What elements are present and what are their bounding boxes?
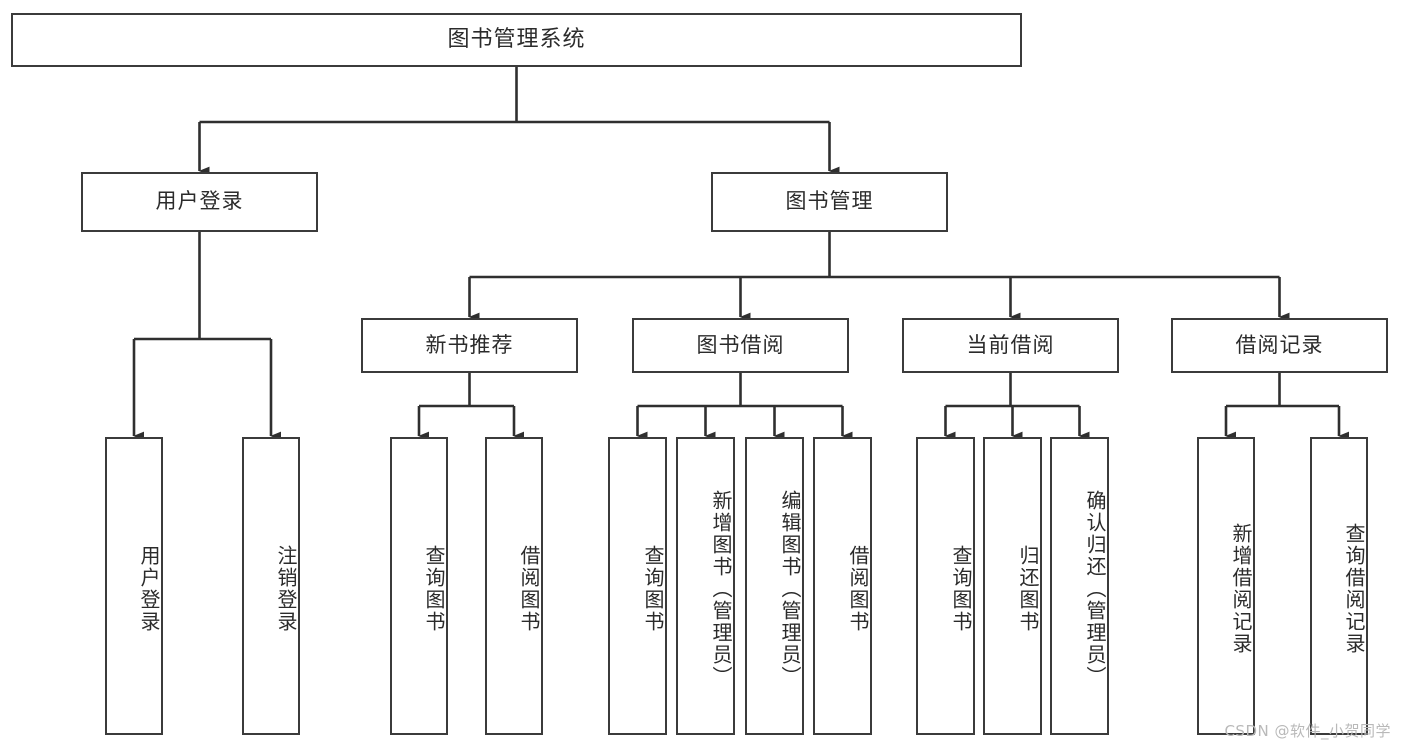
- node-l-b2[interactable]: 借阅图书: [813, 437, 872, 735]
- node-label: 图书借阅: [696, 332, 785, 357]
- node-l-add[interactable]: 新增图书（管理员）: [676, 437, 735, 735]
- node-label: 查询借阅记录: [1342, 523, 1366, 655]
- node-label: 图书管理系统: [447, 26, 586, 52]
- node-l-q1[interactable]: 查询图书: [390, 437, 448, 735]
- node-records[interactable]: 借阅记录: [1171, 318, 1388, 373]
- node-label: 用户登录: [137, 545, 161, 633]
- node-l-q2[interactable]: 查询图书: [608, 437, 667, 735]
- node-l-b1[interactable]: 借阅图书: [485, 437, 543, 735]
- node-l-userlogin[interactable]: 用户登录: [105, 437, 163, 735]
- node-l-q3[interactable]: 查询图书: [916, 437, 975, 735]
- node-label: 新书推荐: [425, 332, 514, 357]
- node-l-return[interactable]: 归还图书: [983, 437, 1042, 735]
- node-label: 借阅记录: [1235, 332, 1324, 357]
- node-label: 新增借阅记录: [1229, 523, 1253, 655]
- watermark: CSDN @软件_小贺同学: [1224, 722, 1391, 740]
- node-label: 图书管理: [785, 189, 874, 214]
- node-label: 注销登录: [274, 545, 298, 633]
- node-label: 借阅图书: [517, 545, 541, 633]
- node-label: 查询图书: [422, 545, 446, 633]
- node-label: 查询图书: [949, 545, 973, 633]
- node-login[interactable]: 用户登录: [81, 172, 318, 232]
- node-root[interactable]: 图书管理系统: [11, 13, 1022, 67]
- node-current[interactable]: 当前借阅: [902, 318, 1119, 373]
- node-l-edit[interactable]: 编辑图书（管理员）: [745, 437, 804, 735]
- node-label: 编辑图书（管理员）: [778, 490, 802, 688]
- node-label: 确认归还（管理员）: [1083, 490, 1107, 688]
- node-label: 用户登录: [155, 189, 244, 214]
- node-l-qrec[interactable]: 查询借阅记录: [1310, 437, 1368, 735]
- node-l-logout[interactable]: 注销登录: [242, 437, 300, 735]
- node-label: 查询图书: [641, 545, 665, 633]
- node-borrow[interactable]: 图书借阅: [632, 318, 849, 373]
- node-l-addrec[interactable]: 新增借阅记录: [1197, 437, 1255, 735]
- node-label: 借阅图书: [846, 545, 870, 633]
- node-label: 当前借阅: [966, 332, 1055, 357]
- node-newbook[interactable]: 新书推荐: [361, 318, 578, 373]
- node-bookmgmt[interactable]: 图书管理: [711, 172, 948, 232]
- node-l-confirm[interactable]: 确认归还（管理员）: [1050, 437, 1109, 735]
- node-label: 归还图书: [1016, 545, 1040, 633]
- node-label: 新增图书（管理员）: [709, 490, 733, 688]
